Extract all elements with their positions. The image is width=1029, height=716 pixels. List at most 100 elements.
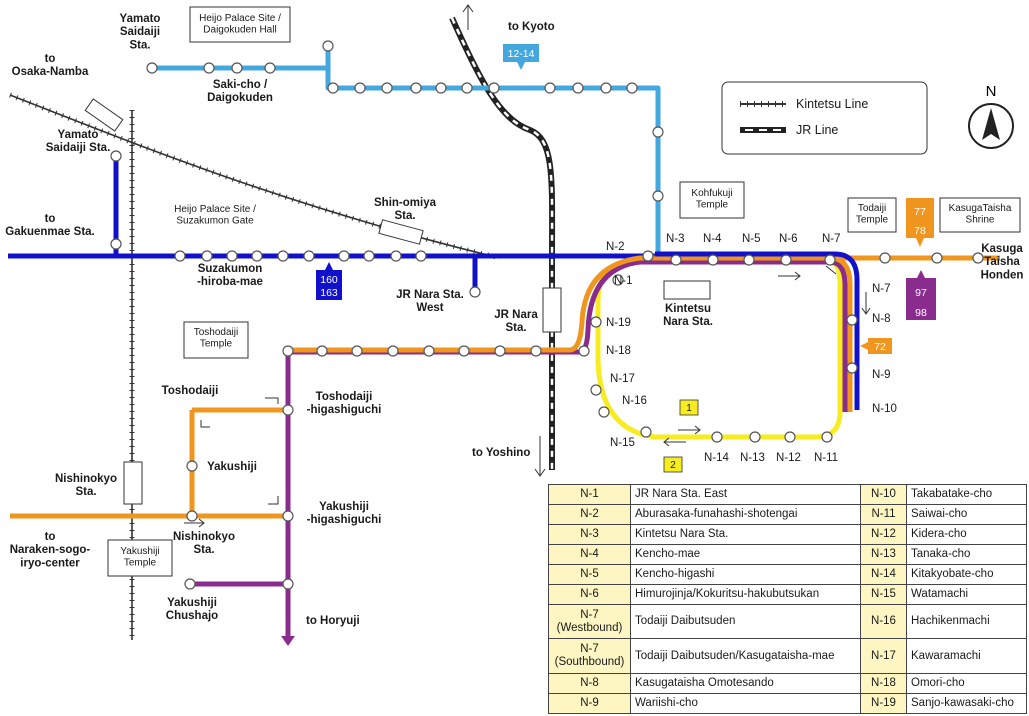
stop-code: N-2 [606,241,625,253]
stop-code-cell: N-1 [548,484,631,505]
stop-code: N-19 [606,317,631,329]
stop-name-cell: Kencho-higashi [630,564,861,585]
svg-text:1: 1 [686,403,692,414]
yakushiji-higashiguchi-label: Yakushiji-higashiguchi [307,501,382,526]
stop-name-cell: Kidera-cho [906,524,1027,545]
stop-name-cell: Saiwai-cho [906,504,1027,525]
stop-code-cell: N-2 [548,504,631,525]
stop-name-cell: Sanjo-kawasaki-cho [906,692,1027,715]
compass-n: N [986,83,997,100]
stop-code: N-5 [742,233,761,245]
toshodaiji-higashiguchi-label: Toshodaiji-higashiguchi [307,391,382,416]
stop-code: N-16 [622,395,647,407]
stop-code-cell: N-13 [860,544,907,565]
kintetsu-railway [9,92,501,640]
stop-code: N-9 [872,369,891,381]
to-horyuji-label: to Horyuji [306,615,360,627]
to-kyoto-label: to Kyoto [508,21,555,33]
stop-code-cell: N-12 [860,524,907,545]
stop-name-cell: Watamachi [906,584,1027,605]
stop-name-cell: Wariishi-cho [630,692,861,715]
shin-omiya-station [378,219,424,245]
route-box-1: 1 [679,399,699,416]
stop-code-cell: N-8 [548,672,631,694]
stop-code: N-10 [872,403,897,415]
legend-jr: JR Line [796,123,838,137]
stop-code: N-7 [872,283,891,295]
stop-code: N-6 [779,233,798,245]
stop-name-cell: Hachikenmachi [906,603,1027,640]
stop-name-cell: Tanaka-cho [906,544,1027,565]
stop-markers [110,40,984,590]
lightblue-route [152,41,661,258]
stop-code: N-18 [606,345,631,357]
stop-code-cell: N-3 [548,524,631,545]
stop-name-cell: JR Nara Sta. East [630,484,861,505]
stop-code: N-14 [704,452,730,464]
stop-code: N-12 [776,452,801,464]
stop-code: N-8 [872,313,891,325]
route-box-2: 2 [663,456,683,473]
suzakumon-hiroba-label: Suzakumon-hiroba-mae [197,263,263,288]
stop-name-cell: Todaiji Daibutsuden [630,603,861,640]
stop-name-cell: Kencho-mae [630,544,861,565]
stop-name-cell: Himurojinja/Kokuritsu-hakubutsukan [630,584,861,605]
route-box-97-98: 97 98 [906,270,936,320]
stop-code-cell: N-7(Westbound) [548,603,631,640]
stop-code: N-11 [814,452,838,464]
jr-railway [449,16,556,470]
svg-text:78: 78 [914,225,926,237]
direction-arrows [184,4,871,528]
toshodaiji-label: Toshodaiji [162,385,219,397]
yamato-saidaiji-station [84,98,124,132]
svg-text:2: 2 [670,460,676,471]
route-box-12-14: 12-14 [503,44,539,70]
stop-code-cell: N-4 [548,544,631,565]
stop-code-cell: N-6 [548,584,631,605]
svg-text:Heijo Palace Site /Daigokuden: Heijo Palace Site /Daigokuden Hall [199,13,281,36]
route-box-77-78: 77 78 [906,198,934,247]
stop-name-cell: Takabatake-cho [906,484,1027,505]
stop-code-cell: N-18 [860,672,907,694]
stop-code-cell: N-15 [860,584,907,605]
svg-text:160: 160 [320,274,338,286]
stop-name-cell: Omori-cho [906,672,1027,694]
stop-code-cell: N-14 [860,564,907,585]
purple-route [190,255,978,640]
yellow-route [595,259,843,440]
svg-text:72: 72 [874,341,886,353]
legend-kintetsu: Kintetsu Line [796,97,868,111]
route-box-72: 72 [860,338,892,354]
svg-text:77: 77 [914,206,926,218]
jr-nara-west-label: JR Nara Sta.West [396,289,464,314]
jr-nara-station-building [542,287,562,333]
stop-code-cell: N-5 [548,564,631,585]
